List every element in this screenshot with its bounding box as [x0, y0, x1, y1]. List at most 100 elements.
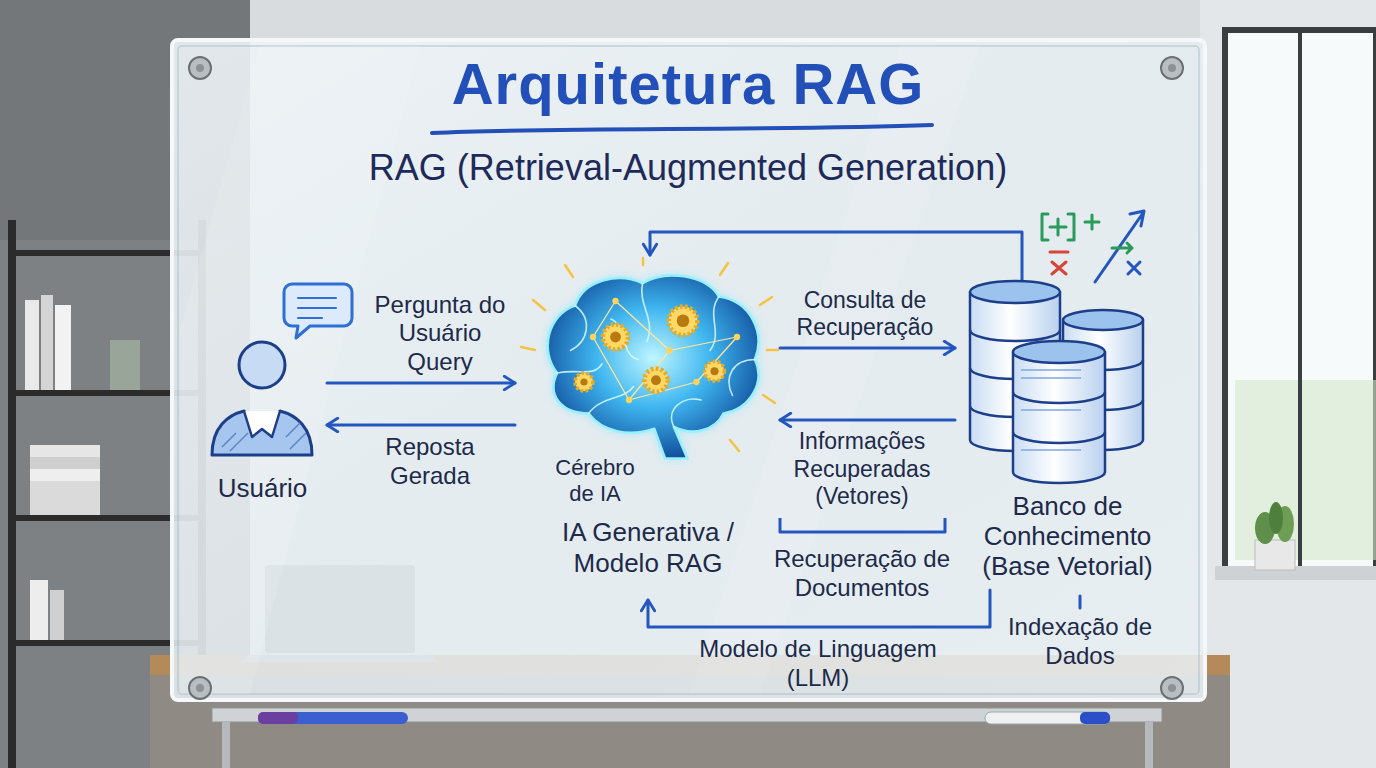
database-icon	[1013, 341, 1105, 363]
brain-illustration	[548, 275, 759, 458]
office-background	[196, 64, 204, 72]
node-label: Banco de Conhecimento (Base Vetorial)	[960, 492, 1175, 582]
office-background	[1255, 540, 1295, 570]
board-drawings	[432, 125, 932, 133]
board-drawings	[298, 298, 336, 318]
office-background	[30, 481, 100, 515]
brain-illustration	[548, 275, 759, 458]
office-background	[110, 340, 140, 390]
board-drawings	[1079, 596, 1082, 608]
brain-illustration	[666, 347, 672, 353]
brain-illustration	[548, 275, 759, 458]
edge-label: Reposta Gerada	[365, 433, 495, 491]
diagram-title: Arquitetura RAG	[0, 52, 1376, 116]
person-icon	[244, 411, 280, 437]
database-node: Banco de Conhecimento (Base Vetorial)	[955, 280, 1180, 590]
brain-illustration	[677, 315, 690, 328]
office-background	[30, 580, 48, 640]
office-background	[178, 46, 1199, 694]
office-background	[1168, 64, 1176, 72]
office-background	[55, 305, 71, 390]
connector-arrow	[780, 347, 955, 350]
office-background	[30, 457, 100, 469]
board-drawings	[1128, 262, 1140, 274]
office-background	[30, 469, 100, 481]
person-icon	[212, 411, 312, 455]
brain-illustration	[734, 334, 740, 340]
office-background	[1168, 684, 1176, 692]
connector-arrow	[650, 232, 1022, 280]
brain-illustration	[603, 324, 628, 349]
office-background	[1298, 30, 1302, 570]
board-drawings	[284, 284, 352, 338]
edge-label: Modelo de Linguagem (LLM)	[678, 635, 958, 693]
user-node: Usuário	[200, 325, 327, 510]
board-drawings	[1042, 211, 1144, 282]
office-background	[189, 677, 211, 699]
brain-illustration	[705, 361, 725, 381]
brain-illustration	[521, 258, 778, 451]
database-icon	[1063, 310, 1143, 330]
office-background	[8, 220, 16, 768]
office-background	[41, 295, 53, 390]
database-icon	[1013, 352, 1105, 483]
office-background	[1161, 57, 1183, 79]
office-background	[196, 684, 204, 692]
node-label: Cérebro de IA	[540, 455, 650, 508]
brain-illustration	[610, 332, 621, 343]
office-background	[30, 445, 100, 457]
office-background	[25, 300, 39, 390]
brain-illustration	[589, 387, 634, 414]
connector-arrow	[327, 382, 515, 385]
node-subtitle: IA Generativa / Modelo RAG	[533, 517, 763, 579]
office-background	[985, 712, 1110, 724]
brain-illustration	[590, 334, 596, 340]
brain-illustration	[590, 298, 740, 403]
free-label: Recuperação de Documentos	[767, 545, 957, 603]
office-background	[222, 722, 230, 768]
brain-illustration	[651, 375, 661, 385]
brain-illustration	[593, 301, 737, 400]
database-icon	[970, 281, 1060, 303]
board-drawings	[1112, 243, 1132, 253]
brain-illustration	[644, 369, 667, 392]
database-icon	[1013, 392, 1105, 443]
office-background	[258, 712, 408, 724]
office-background	[1269, 502, 1283, 534]
office-background	[50, 590, 64, 640]
office-background	[180, 46, 420, 694]
brain-illustration	[710, 367, 718, 375]
office-background	[172, 40, 1205, 700]
office-background	[189, 57, 211, 79]
brain-illustration	[669, 306, 698, 335]
office-background	[1145, 722, 1153, 768]
office-background	[1235, 380, 1376, 560]
brain-illustration	[571, 306, 587, 351]
office-background	[258, 712, 298, 724]
brain-illustration	[693, 379, 699, 385]
brain-illustration	[593, 301, 737, 400]
board-drawings	[1050, 252, 1068, 274]
brain-illustration	[557, 364, 602, 373]
connector-arrow	[327, 424, 515, 427]
board-drawings	[780, 518, 945, 532]
database-icon	[1021, 370, 1081, 450]
office-background	[1161, 677, 1183, 699]
edge-label: Pergunta do Usuário Query	[370, 291, 510, 377]
brain-illustration	[729, 360, 755, 396]
node-label: Usuário	[200, 473, 325, 504]
person-icon	[222, 423, 306, 451]
office-background	[1225, 30, 1376, 570]
subtitle: RAG (Retrieval-Augmented Generation)	[188, 146, 1188, 189]
board-drawings	[1095, 211, 1144, 282]
brain-illustration	[612, 298, 618, 304]
board-drawings	[1042, 214, 1099, 240]
brain-illustration	[521, 258, 778, 451]
brain-illustration	[575, 306, 724, 392]
connector-arrow	[780, 419, 955, 422]
brain-illustration	[626, 397, 632, 403]
brain-illustration	[642, 283, 650, 342]
brain-illustration	[557, 283, 755, 427]
